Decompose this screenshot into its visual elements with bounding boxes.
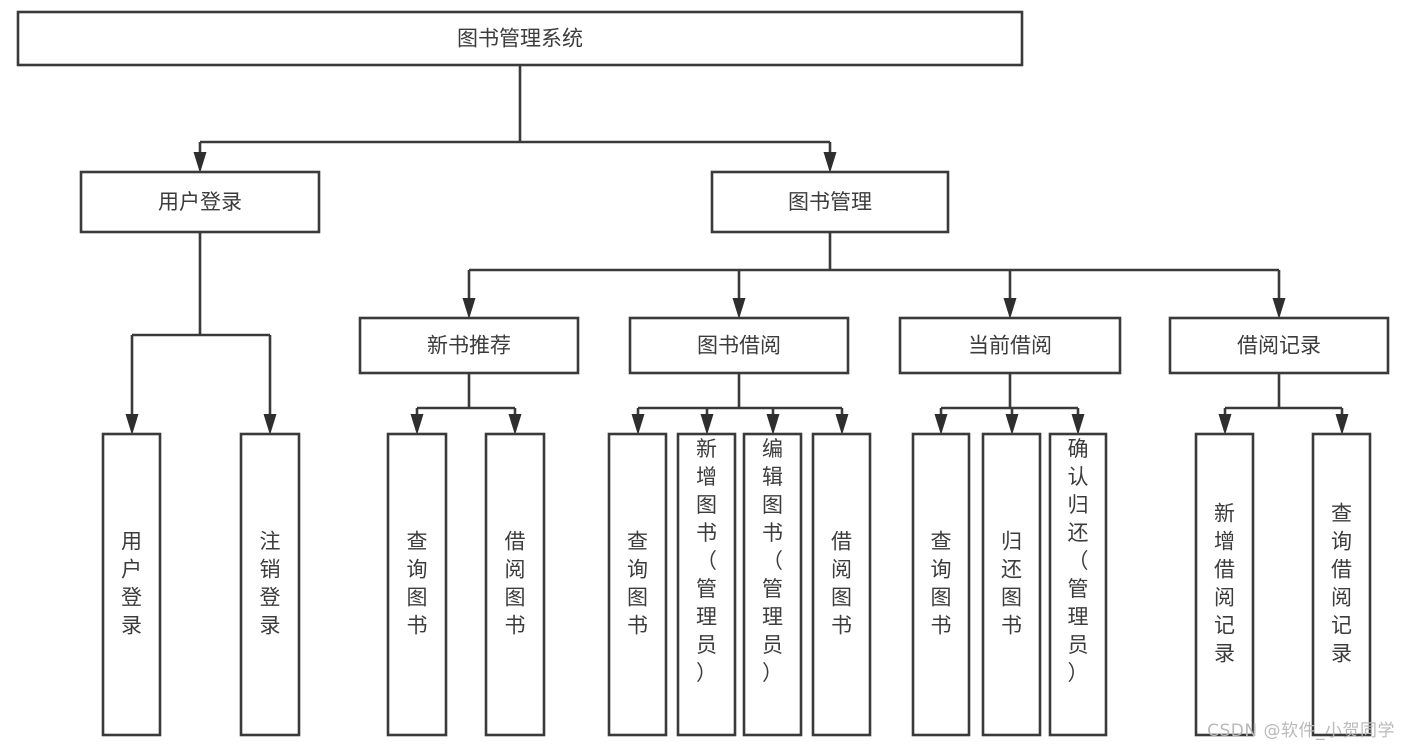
arrowhead-icon <box>934 414 948 435</box>
node-leaf-add-book[interactable]: 新增图书（管理员） <box>676 432 737 737</box>
node-box[interactable] <box>911 432 971 737</box>
node-leaf-borrow-book-2[interactable]: 借阅图书 <box>811 432 872 737</box>
node-box[interactable] <box>628 316 850 375</box>
connector-group-newbook <box>410 373 522 435</box>
node-leaf-query-record[interactable]: 查询借阅记录 <box>1311 432 1372 737</box>
arrowhead-icon <box>1005 414 1019 435</box>
node-leaf-add-record[interactable]: 新增借阅记录 <box>1194 432 1255 737</box>
node-label: 用户登录 <box>158 190 242 214</box>
connector-group-login <box>125 232 277 435</box>
node-label: 图书借阅 <box>697 334 781 358</box>
node-box[interactable] <box>1311 432 1372 737</box>
node-label: 新增借阅记录 <box>1214 502 1235 666</box>
node-label: 确认归还（管理员） <box>1068 437 1089 685</box>
node-box[interactable] <box>484 432 546 737</box>
node-label: 用户登录 <box>121 530 142 638</box>
node-box[interactable] <box>981 432 1042 737</box>
node-leaf-query-book-2[interactable]: 查询图书 <box>607 432 668 737</box>
node-box[interactable] <box>79 170 321 234</box>
node-label: 图书管理 <box>788 190 872 214</box>
connector-group-borrow <box>631 373 849 435</box>
arrowhead-icon <box>766 414 780 435</box>
arrowhead-icon <box>462 298 476 319</box>
node-box[interactable] <box>358 316 580 375</box>
node-box[interactable] <box>1168 316 1390 375</box>
arrowhead-icon <box>1071 414 1085 435</box>
arrowhead-icon <box>1272 298 1286 319</box>
node-bookmgmt[interactable]: 图书管理 <box>710 170 950 234</box>
node-label: 新书推荐 <box>427 334 511 358</box>
node-current[interactable]: 当前借阅 <box>898 316 1122 375</box>
arrowhead-icon <box>823 152 837 173</box>
node-leaf-user-login[interactable]: 用户登录 <box>101 432 162 737</box>
node-leaf-confirm-return[interactable]: 确认归还（管理员） <box>1048 432 1108 737</box>
connector-group-current <box>934 373 1085 435</box>
connector-group-bookmgmt <box>462 232 1286 319</box>
node-box[interactable] <box>101 432 162 737</box>
arrowhead-icon <box>1218 414 1232 435</box>
node-box[interactable] <box>898 316 1122 375</box>
node-box[interactable] <box>676 432 737 737</box>
node-newbook[interactable]: 新书推荐 <box>358 316 580 375</box>
node-label: 当前借阅 <box>968 334 1052 358</box>
arrowhead-icon <box>835 414 849 435</box>
arrowhead-icon <box>193 152 207 173</box>
node-label: 借阅记录 <box>1237 334 1321 358</box>
node-label: 注销登录 <box>260 530 281 638</box>
arrowhead-icon <box>732 298 746 319</box>
arrowhead-icon <box>631 414 645 435</box>
node-box[interactable] <box>811 432 872 737</box>
connectors-layer <box>125 65 1349 435</box>
node-label: 图书管理系统 <box>457 27 583 51</box>
node-label: 查询图书 <box>627 530 648 638</box>
node-label: 查询图书 <box>407 530 428 638</box>
node-borrow[interactable]: 图书借阅 <box>628 316 850 375</box>
csdn-watermark: CSDN @软件_小贺同学 <box>1207 721 1395 741</box>
arrowhead-icon <box>700 414 714 435</box>
node-box[interactable] <box>742 432 803 737</box>
node-label: 查询图书 <box>931 530 952 638</box>
node-box[interactable] <box>1048 432 1108 737</box>
node-leaf-query-book-1[interactable]: 查询图书 <box>386 432 448 737</box>
node-root[interactable]: 图书管理系统 <box>16 10 1024 67</box>
connector-group-root <box>193 65 837 173</box>
node-box[interactable] <box>1194 432 1255 737</box>
arrowhead-icon <box>410 414 424 435</box>
arrowhead-icon <box>125 414 139 435</box>
node-box[interactable] <box>239 432 301 737</box>
nodes-layer: 图书管理系统用户登录图书管理新书推荐图书借阅当前借阅借阅记录用户登录注销登录查询… <box>16 10 1390 737</box>
arrowhead-icon <box>508 414 522 435</box>
node-leaf-query-book-3[interactable]: 查询图书 <box>911 432 971 737</box>
node-box[interactable] <box>386 432 448 737</box>
arrowhead-icon <box>1003 298 1017 319</box>
node-label: 查询借阅记录 <box>1331 502 1352 666</box>
node-box[interactable] <box>16 10 1024 67</box>
arrowhead-icon <box>263 414 277 435</box>
node-label: 归还图书 <box>1001 530 1022 638</box>
node-leaf-logout[interactable]: 注销登录 <box>239 432 301 737</box>
node-label: 借阅图书 <box>831 530 852 638</box>
node-login[interactable]: 用户登录 <box>79 170 321 234</box>
node-label: 编辑图书（管理员） <box>762 437 783 685</box>
node-records[interactable]: 借阅记录 <box>1168 316 1390 375</box>
connector-group-records <box>1218 373 1349 435</box>
node-label: 借阅图书 <box>505 530 526 638</box>
arrowhead-icon <box>1335 414 1349 435</box>
node-box[interactable] <box>607 432 668 737</box>
node-leaf-return-book[interactable]: 归还图书 <box>981 432 1042 737</box>
node-leaf-edit-book[interactable]: 编辑图书（管理员） <box>742 432 803 737</box>
node-label: 新增图书（管理员） <box>696 437 717 685</box>
node-box[interactable] <box>710 170 950 234</box>
node-leaf-borrow-book-1[interactable]: 借阅图书 <box>484 432 546 737</box>
